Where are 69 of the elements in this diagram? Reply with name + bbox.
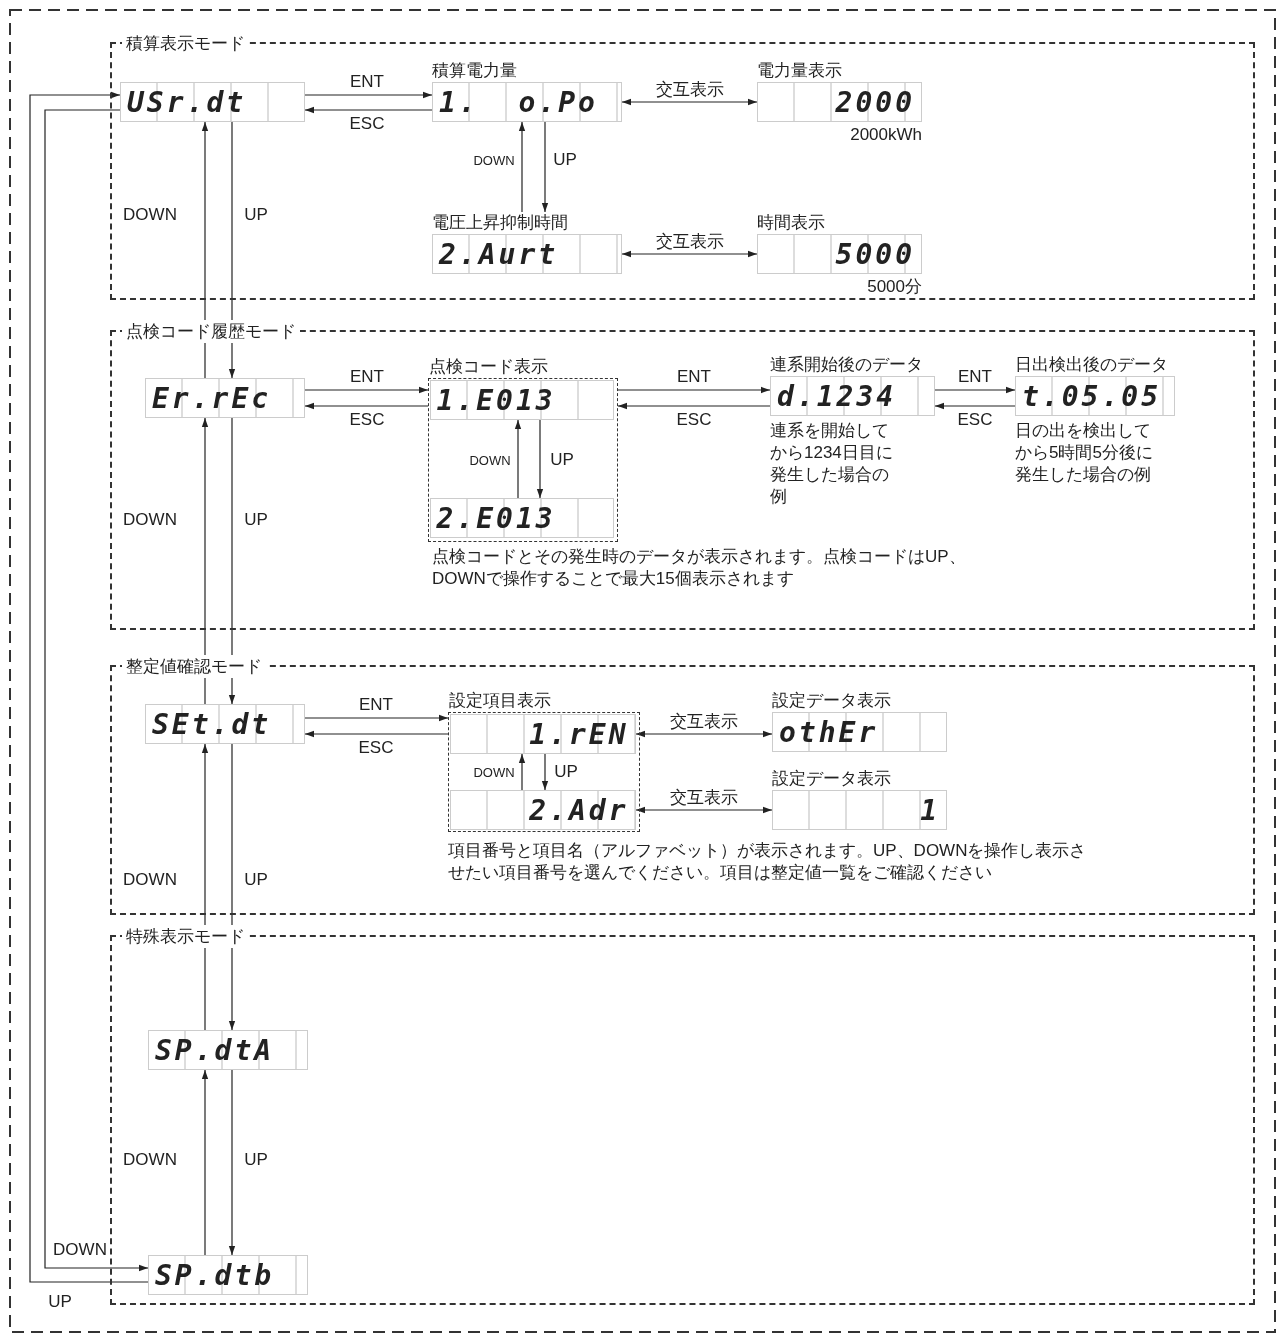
- segment-display: othEr: [772, 712, 947, 752]
- arrow: [304, 730, 449, 738]
- arrow: [514, 419, 522, 499]
- arrow: [304, 91, 433, 99]
- arrow: [934, 402, 1016, 410]
- note-text: 点検コードとその発生時のデータが表示されます。点検コードはUP、DOWNで操作することで最大15個表示されます: [432, 546, 967, 590]
- arrow: [635, 730, 773, 738]
- arrow: [201, 1069, 209, 1256]
- segment-display: t.05.05: [1015, 376, 1175, 416]
- arrow: [541, 753, 549, 791]
- arrow: [304, 106, 433, 114]
- arrow: [304, 386, 429, 394]
- segment-display: USr.dt: [120, 82, 305, 122]
- arrow: [635, 806, 773, 814]
- display-heading: 連系開始後のデータ: [770, 354, 924, 376]
- arrow: [228, 743, 236, 1031]
- segment-display: 2.Adr: [449, 789, 636, 830]
- caption-text: 5000分: [866, 276, 922, 298]
- panel-title: 点検コード履歴モード: [122, 320, 300, 343]
- segment-display: 1.E013: [429, 379, 614, 420]
- arrow: [228, 121, 236, 379]
- display-heading: 積算電力量: [432, 60, 518, 82]
- arrow: [934, 386, 1016, 394]
- arrow: [228, 417, 236, 705]
- display-heading: 日出検出後のデータ: [1015, 354, 1169, 376]
- display-heading: 電圧上昇抑制時間: [432, 212, 569, 234]
- arrow: [518, 121, 526, 213]
- display-heading: 設定項目表示: [449, 690, 551, 712]
- segment-display: 5000: [757, 234, 922, 274]
- arrow: [228, 1069, 236, 1256]
- arrow: [617, 402, 771, 410]
- edge-label: 交互表示: [654, 77, 726, 101]
- segment-display: SEt.dt: [145, 704, 305, 744]
- segment-display: 1: [772, 790, 947, 830]
- segment-display: 2000: [757, 82, 922, 122]
- segment-display: 1. o.Po: [432, 82, 622, 122]
- segment-display: 1.rEN: [449, 713, 636, 754]
- display-heading: 電力量表示: [757, 60, 843, 82]
- arrow: [621, 250, 758, 258]
- arrow: [621, 98, 758, 106]
- segment-display: 2.E013: [429, 497, 614, 538]
- arrow: [617, 386, 771, 394]
- segment-display: Er.rEc: [145, 378, 305, 418]
- display-heading: 時間表示: [757, 212, 826, 234]
- arrow: [304, 714, 449, 722]
- caption-text: 日の出を検出してから5時間5分後に発生した場合の例: [1015, 420, 1154, 486]
- arrow: [201, 743, 209, 1031]
- panel-title: 特殊表示モード: [122, 925, 249, 948]
- arrow: [201, 121, 209, 379]
- arrow: [518, 753, 526, 791]
- segment-display: SP.dtA: [148, 1030, 308, 1070]
- edge-label: 交互表示: [668, 785, 740, 809]
- edge-label: 交互表示: [654, 229, 726, 253]
- caption-text: 連系を開始してから1234日目に発生した場合の例: [770, 420, 894, 508]
- arrow: [536, 419, 544, 499]
- segment-display: d.1234: [770, 376, 935, 416]
- segment-display: SP.dtb: [148, 1255, 308, 1295]
- segment-display: 2.Aurt: [432, 234, 622, 274]
- panel-title: 積算表示モード: [122, 32, 249, 55]
- arrow: [304, 402, 429, 410]
- edge-label: 交互表示: [668, 709, 740, 733]
- arrow: [541, 121, 549, 213]
- display-heading: 設定データ表示: [772, 690, 892, 712]
- note-text: 項目番号と項目名（アルファベット）が表示されます。UP、DOWNを操作し表示させたい項目番号を選んでください。項目は整定値一覧をご確認ください: [448, 840, 1088, 884]
- panel-title: 整定値確認モード: [122, 655, 266, 678]
- arrow: [201, 417, 209, 705]
- display-heading: 設定データ表示: [772, 768, 892, 790]
- display-heading: 点検コード表示: [429, 356, 548, 378]
- caption-text: 2000kWh: [849, 124, 922, 146]
